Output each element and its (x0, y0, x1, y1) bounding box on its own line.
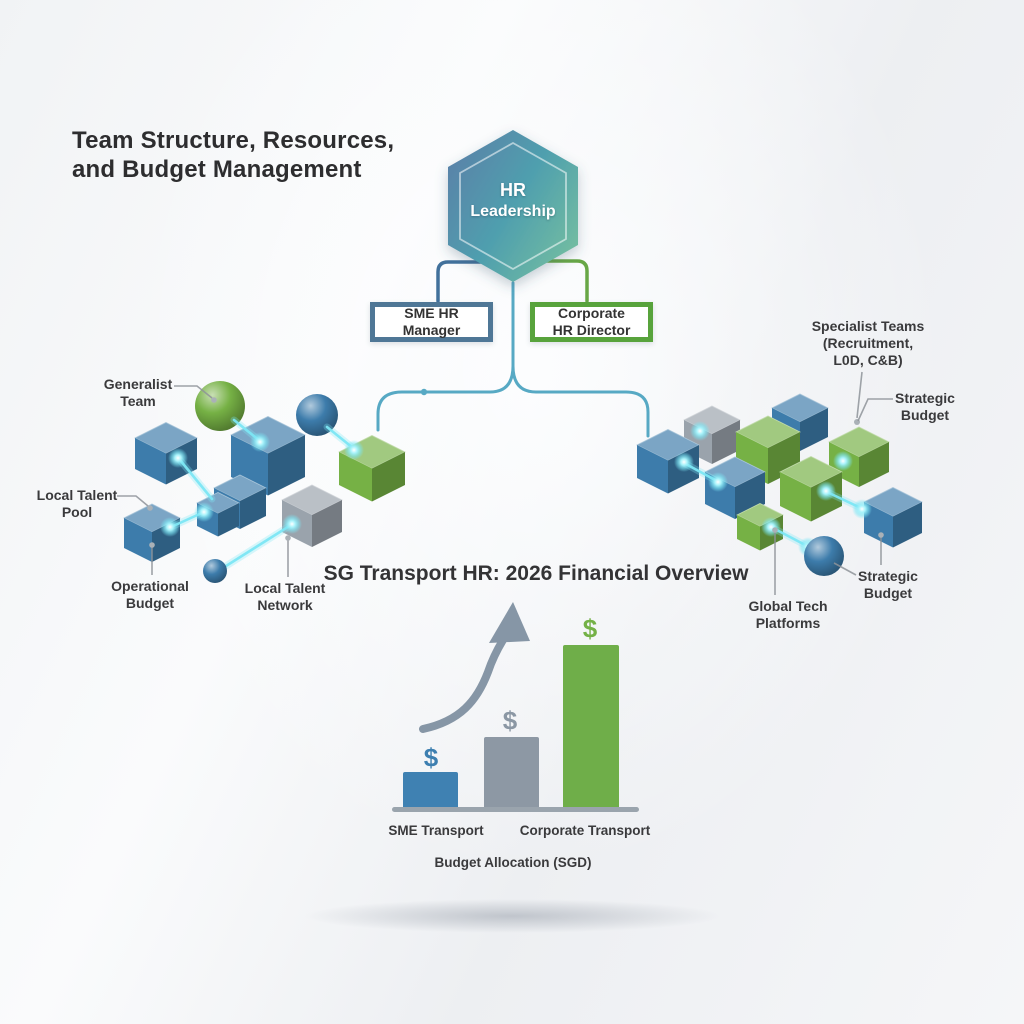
label-line: Specialist Teams (811, 318, 925, 334)
corp-box-line2: HR Director (552, 322, 631, 338)
ground-shadow (304, 899, 720, 933)
label-line: Budget (863, 585, 913, 602)
label-line: L0D, C&B) (833, 352, 903, 369)
label-line: Global Tech (748, 598, 828, 614)
glow-node (690, 421, 710, 441)
label-generalist-team: Generalist Team (104, 376, 172, 410)
label-operational-budget: Operational Budget (111, 578, 189, 612)
glow-node (160, 517, 180, 537)
dollar-marker-sme: $ (423, 742, 439, 773)
chart-baseline (392, 807, 639, 812)
label-line: Budget (125, 595, 175, 612)
label-local-talent-network: Local Talent Network (245, 580, 326, 614)
category-label-corporate-transport: Corporate Transport (519, 823, 651, 838)
category-label-sme-transport: SME Transport (388, 823, 484, 838)
label-local-talent-pool: Local Talent Pool (37, 487, 118, 521)
cube-clusters (123, 381, 923, 583)
sme-hr-manager-box: SME HR Manager (370, 302, 493, 342)
label-strategic-budget-top: Strategic Budget (895, 390, 955, 424)
glow-node (816, 481, 836, 501)
glow-node (852, 499, 872, 519)
corp-box-line1: Corporate (558, 304, 625, 321)
label-line: Strategic (858, 568, 918, 584)
connector-node-dot (420, 388, 428, 396)
glow-node (250, 432, 270, 452)
hexagon-label-line1: HR (500, 180, 526, 200)
sphere-blue-right (804, 536, 844, 576)
growth-arrow-curve (419, 636, 507, 733)
label-line: Generalist (103, 376, 173, 392)
label-global-tech-platforms: Global Tech Platforms (748, 598, 827, 632)
glow-node (761, 517, 781, 537)
page-title-line2: and Budget Management (72, 156, 362, 184)
sme-box-line1: SME HR (404, 304, 459, 321)
label-line: Pool (61, 504, 93, 521)
label-line: Budget (900, 407, 950, 424)
org-connectors (376, 259, 650, 438)
glow-node (708, 472, 728, 492)
label-line: Network (257, 597, 313, 614)
hexagon-label-line2: Leadership (470, 203, 556, 220)
page-title-line1: Team Structure, Resources, (72, 127, 395, 154)
glow-node (674, 452, 694, 472)
cube-blue (134, 422, 198, 485)
label-line: Local Talent (244, 580, 326, 596)
label-line: Strategic (895, 390, 955, 406)
label-line: Team (120, 393, 156, 410)
sphere-blue-small (203, 559, 227, 583)
label-specialist-teams: Specialist Teams (Recruitment, L0D, C&B) (812, 318, 925, 369)
glow-node (344, 440, 364, 460)
hexagon-label: HR Leadership (433, 180, 593, 221)
sme-box-line2: Manager (402, 322, 461, 338)
glow-node (194, 502, 214, 522)
dollar-marker-corporate: $ (582, 613, 598, 644)
dollar-marker-middle: $ (502, 705, 518, 736)
bar-sme (403, 772, 458, 809)
sphere-blue-left (296, 394, 338, 436)
corporate-hr-director-box: Corporate HR Director (530, 302, 653, 342)
hr-leadership-hexagon (448, 130, 578, 282)
growth-arrow-head (489, 602, 530, 643)
label-line: (Recruitment, (822, 335, 914, 352)
label-line: Operational (111, 578, 189, 594)
cube-strategic-budget-bottom (863, 487, 923, 548)
glow-node (168, 448, 188, 468)
chart-xaxis-label: Budget Allocation (SGD) (434, 855, 592, 870)
bar-corporate (563, 645, 619, 809)
label-strategic-budget-bottom: Strategic Budget (858, 568, 918, 602)
glow-node (833, 451, 853, 471)
bar-middle (484, 737, 539, 809)
label-line: Platforms (755, 615, 821, 632)
label-line: Local Talent (36, 487, 118, 503)
callout-pointer-lines (117, 371, 893, 595)
chart-title: SG Transport HR: 2026 Financial Overview (323, 562, 749, 585)
bar-chart (392, 602, 639, 812)
page-title: Team Structure, Resources, and Budget Ma… (72, 126, 394, 185)
glow-node (282, 514, 302, 534)
